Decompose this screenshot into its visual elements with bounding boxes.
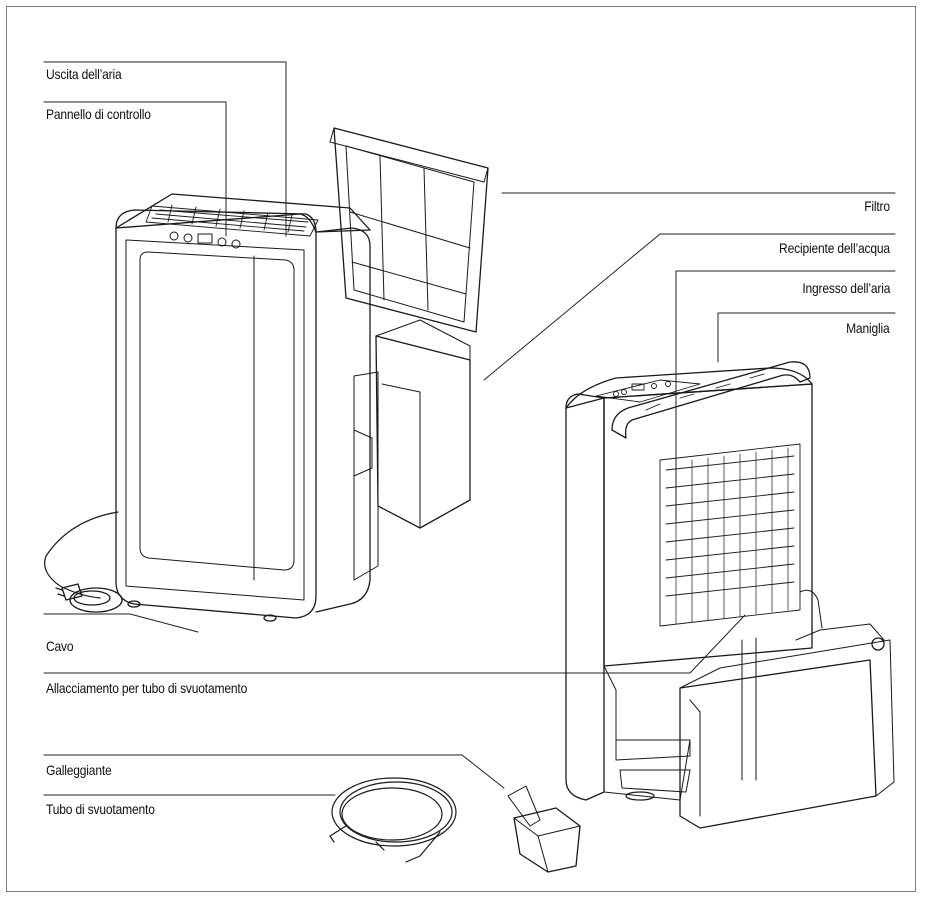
- front-unit-window: [139, 251, 295, 571]
- water-tank-rear: [679, 623, 895, 829]
- label-control-panel: Pannello di controllo: [46, 106, 151, 122]
- label-handle: Maniglia: [846, 320, 891, 336]
- leader-drain-connection: [43, 614, 746, 674]
- handle: [611, 361, 811, 439]
- front-unit-front-face: [115, 209, 317, 619]
- label-drain-connection: Allacciamento per tubo di svuotamento: [46, 680, 248, 696]
- rear-unit-side: [565, 393, 605, 801]
- drain-connection: [799, 589, 823, 629]
- label-water-tank: Recipiente dell’acqua: [779, 240, 890, 256]
- diagram-frame: [6, 6, 916, 892]
- leader-lines: [43, 61, 896, 796]
- leader-handle: [717, 312, 896, 363]
- leader-air-inlet: [675, 270, 896, 521]
- rear-unit: [565, 361, 823, 801]
- label-float: Galleggiante: [46, 762, 112, 778]
- power-plug: [55, 583, 123, 613]
- rear-control-panel: [595, 379, 701, 403]
- leader-water-tank: [483, 233, 896, 381]
- rear-unit-top: [565, 367, 813, 409]
- air-outlet-vents: [145, 204, 319, 237]
- label-filter: Filtro: [864, 198, 890, 214]
- float-part: [507, 785, 581, 873]
- label-air-outlet: Uscita dell’aria: [46, 66, 122, 82]
- drain-hose-coil: [329, 777, 457, 863]
- label-cable: Cavo: [46, 638, 74, 654]
- front-control-panel: [169, 231, 241, 249]
- leader-float: [43, 754, 505, 789]
- leader-air-outlet: [43, 61, 287, 237]
- front-unit: [44, 193, 371, 622]
- water-tank-front: [353, 319, 471, 581]
- front-unit-top: [115, 193, 371, 233]
- front-unit-side-face: [315, 227, 371, 613]
- power-cable: [44, 511, 119, 599]
- leader-control-panel: [43, 101, 227, 237]
- filter-panel: [329, 127, 489, 333]
- label-drain-hose: Tubo di svuotamento: [46, 801, 155, 817]
- air-inlet-grille: [659, 443, 801, 627]
- leader-cable: [43, 613, 199, 633]
- label-air-inlet: Ingresso dell’aria: [802, 280, 890, 296]
